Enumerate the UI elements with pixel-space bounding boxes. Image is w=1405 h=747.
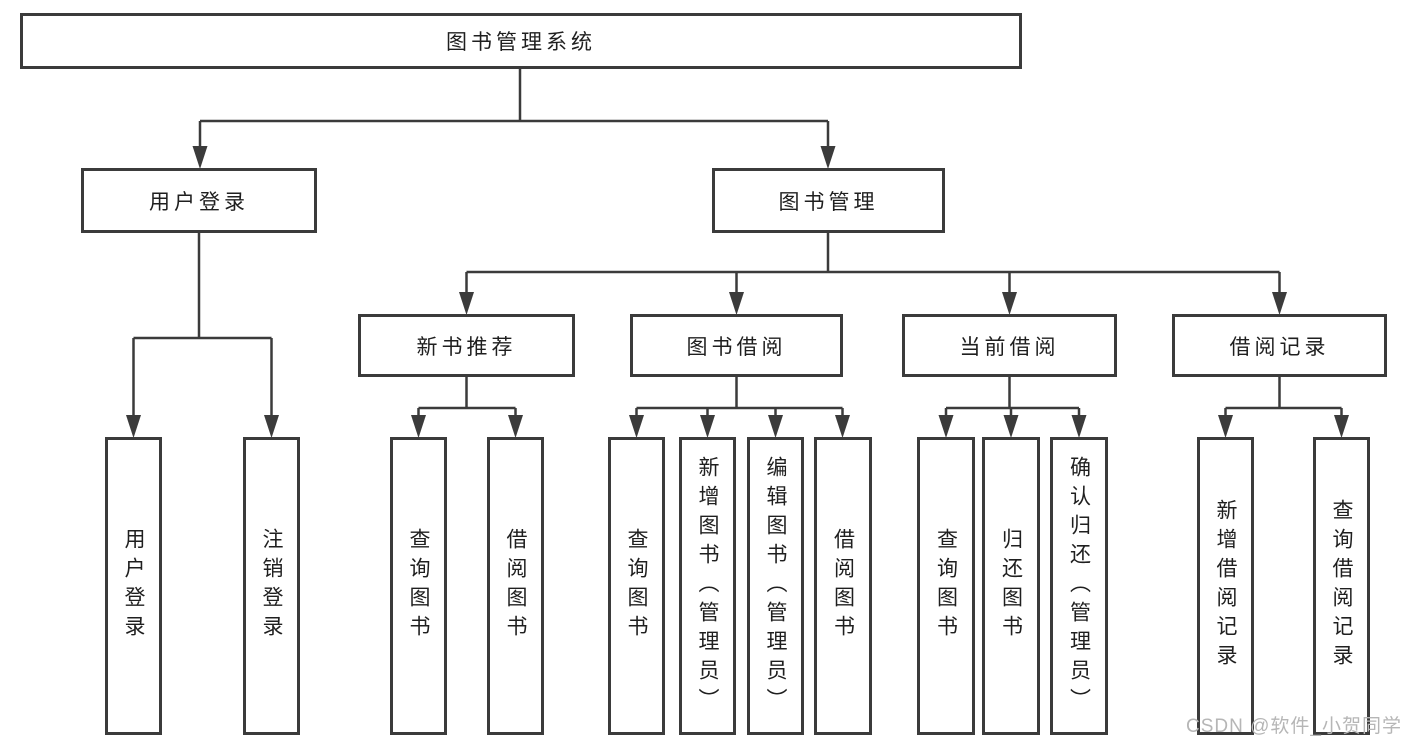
leaf-recommend-borrow-books-label: 借阅图书 xyxy=(504,528,527,644)
leaf-current-confirm-return: 确认归还（管理员） xyxy=(1050,437,1108,735)
leaf-borrowing-edit-books-label: 编辑图书（管理员） xyxy=(764,455,787,717)
leaf-records-query-record-label: 查询借阅记录 xyxy=(1330,499,1353,673)
leaf-user-login: 用户登录 xyxy=(105,437,162,735)
node-library-system-label: 图书管理系统 xyxy=(446,31,596,54)
leaf-recommend-borrow-books: 借阅图书 xyxy=(487,437,544,735)
leaf-current-return-books: 归还图书 xyxy=(982,437,1040,735)
node-current-borrowing-label: 当前借阅 xyxy=(959,335,1060,359)
leaf-recommend-query-books-label: 查询图书 xyxy=(407,528,430,644)
arrowheads xyxy=(126,146,1349,438)
watermark-text: CSDN @软件_小贺同学 xyxy=(1186,716,1402,737)
node-book-borrowing: 图书借阅 xyxy=(630,314,843,377)
leaf-records-query-record: 查询借阅记录 xyxy=(1313,437,1370,735)
leaf-borrowing-edit-books: 编辑图书（管理员） xyxy=(747,437,804,735)
leaf-borrowing-query-books: 查询图书 xyxy=(608,437,665,735)
leaf-current-confirm-return-label: 确认归还（管理员） xyxy=(1067,455,1091,717)
leaf-records-add-record-label: 新增借阅记录 xyxy=(1214,499,1237,673)
node-new-book-recommend: 新书推荐 xyxy=(358,314,575,377)
leaf-logout: 注销登录 xyxy=(243,437,300,735)
leaf-borrowing-add-books-label: 新增图书（管理员） xyxy=(696,455,719,717)
leaf-records-add-record: 新增借阅记录 xyxy=(1197,437,1254,735)
node-book-borrowing-label: 图书借阅 xyxy=(686,335,787,359)
leaf-logout-label: 注销登录 xyxy=(260,528,283,644)
node-borrowing-records: 借阅记录 xyxy=(1172,314,1387,377)
node-current-borrowing: 当前借阅 xyxy=(902,314,1117,377)
leaf-recommend-query-books: 查询图书 xyxy=(390,437,447,735)
node-user-login: 用户登录 xyxy=(81,168,317,233)
leaf-borrowing-query-books-label: 查询图书 xyxy=(625,528,648,644)
leaf-user-login-label: 用户登录 xyxy=(122,528,145,644)
leaf-borrowing-add-books: 新增图书（管理员） xyxy=(679,437,736,735)
node-library-system: 图书管理系统 xyxy=(20,13,1022,69)
leaf-borrowing-borrow-books: 借阅图书 xyxy=(814,437,872,735)
leaf-current-query-books: 查询图书 xyxy=(917,437,975,735)
node-new-book-recommend-label: 新书推荐 xyxy=(416,335,517,359)
leaf-borrowing-borrow-books-label: 借阅图书 xyxy=(831,528,855,644)
connector-paths xyxy=(132,68,1343,417)
leaf-current-query-books-label: 查询图书 xyxy=(934,528,958,644)
leaf-current-return-books-label: 归还图书 xyxy=(999,528,1023,644)
node-book-management: 图书管理 xyxy=(712,168,945,233)
node-book-management-label: 图书管理 xyxy=(778,190,879,214)
node-borrowing-records-label: 借阅记录 xyxy=(1229,335,1330,359)
node-user-login-label: 用户登录 xyxy=(149,190,249,214)
